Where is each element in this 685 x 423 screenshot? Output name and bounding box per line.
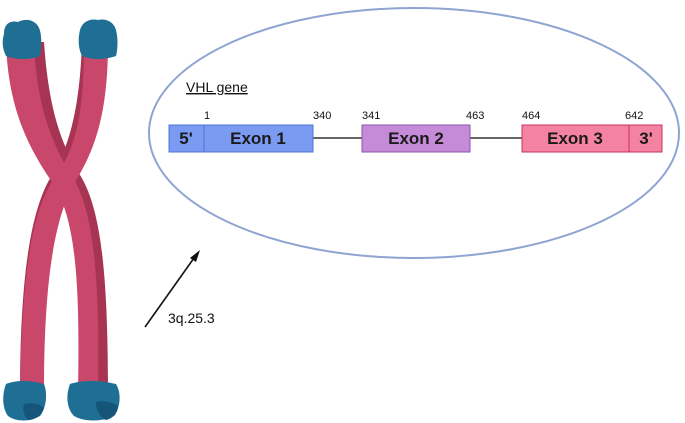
arrowhead-icon — [190, 250, 200, 262]
exon-2-end: 463 — [466, 110, 484, 122]
chromosome-arm-a — [6, 42, 99, 392]
utr-3-box — [628, 124, 663, 153]
locus-arrow — [144, 250, 200, 328]
zoom-ellipse — [148, 7, 680, 259]
locus-label: 3q.25.3 — [168, 310, 215, 326]
exon-2-start: 341 — [362, 110, 380, 122]
gene-title: VHL gene — [186, 79, 248, 95]
exon-1-start: 1 — [204, 110, 210, 122]
exon-3-end: 642 — [625, 110, 643, 122]
utr-3-label: 3' — [639, 129, 653, 148]
exon-2-label: Exon 2 — [388, 129, 444, 148]
exon-1-label: Exon 1 — [230, 129, 286, 148]
chromosome-arm-b — [20, 42, 108, 392]
exon-3-label: Exon 3 — [547, 129, 603, 148]
telomere-bottom-right-shadow — [96, 401, 118, 420]
utr-5-label: 5' — [179, 129, 193, 148]
telomere-top-right — [78, 19, 118, 59]
utr-5-box — [168, 124, 205, 153]
telomere-bottom-left-shadow — [23, 403, 44, 420]
chromosome — [2, 19, 120, 421]
exon-3-start: 464 — [522, 110, 540, 122]
exon-1-end: 340 — [313, 110, 331, 122]
telomere-top-left — [2, 19, 42, 60]
exon-1-box — [203, 124, 314, 153]
exon-2-box — [361, 124, 471, 153]
